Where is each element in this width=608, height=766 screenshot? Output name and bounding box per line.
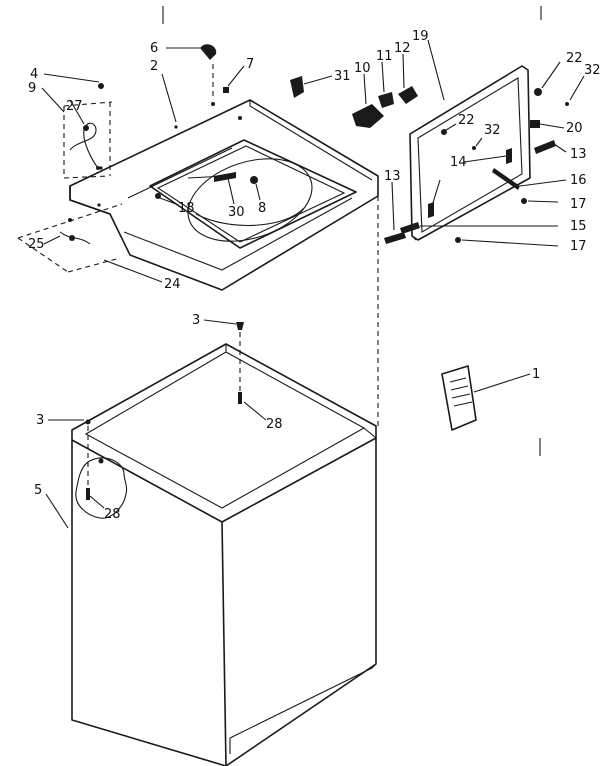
control-bracket (63, 101, 113, 179)
part-label-24: 24 (164, 277, 181, 292)
part-label-28b: 28 (104, 507, 121, 522)
part-label-14: 14 (450, 155, 467, 170)
part-label-31: 31 (334, 69, 351, 84)
screw (238, 392, 242, 404)
part-label-13a: 13 (384, 169, 401, 184)
part-label-22a: 22 (566, 51, 583, 66)
part-label-17b: 17 (570, 239, 587, 254)
lower-bracket (17, 203, 123, 273)
part-label-30: 30 (228, 205, 245, 220)
part-label-32b: 32 (484, 123, 501, 138)
part-label-25: 25 (28, 237, 45, 252)
screw (236, 322, 244, 330)
part-label-32a: 32 (584, 63, 601, 78)
part-label-9: 9 (28, 81, 36, 96)
part-labels: 6 2 7 4 9 27 31 10 11 12 19 22 32 22 32 … (28, 29, 601, 522)
part-label-7: 7 (246, 57, 254, 72)
part-label-16: 16 (570, 173, 587, 188)
part-label-15: 15 (570, 219, 587, 234)
part-label-4: 4 (30, 67, 38, 82)
part-label-6: 6 (150, 41, 158, 56)
part-label-8: 8 (258, 201, 266, 216)
part-label-20: 20 (566, 121, 583, 136)
cabinet-frame (71, 343, 377, 523)
part-label-2: 2 (150, 59, 158, 74)
top-cover (69, 99, 379, 291)
part-label-12: 12 (394, 41, 411, 56)
part-label-22b: 22 (458, 113, 475, 128)
part-label-17a: 17 (570, 197, 587, 212)
lid-hardware (384, 88, 569, 244)
part-label-3b: 3 (36, 413, 44, 428)
cabinet-body (71, 419, 377, 766)
part-label-28a: 28 (266, 417, 283, 432)
part-label-3a: 3 (192, 313, 200, 328)
part-label-11: 11 (376, 49, 393, 64)
part-label-10: 10 (354, 61, 371, 76)
part-label-19: 19 (412, 29, 429, 44)
part-label-18: 18 (178, 201, 195, 216)
part-label-1: 1 (532, 367, 540, 382)
instruction-card (441, 365, 477, 431)
part-label-13b: 13 (570, 147, 587, 162)
leader-lines (41, 39, 585, 529)
lid (409, 65, 531, 241)
hardware-parts (98, 44, 418, 199)
part-label-27: 27 (66, 99, 83, 114)
part-label-5: 5 (34, 483, 42, 498)
